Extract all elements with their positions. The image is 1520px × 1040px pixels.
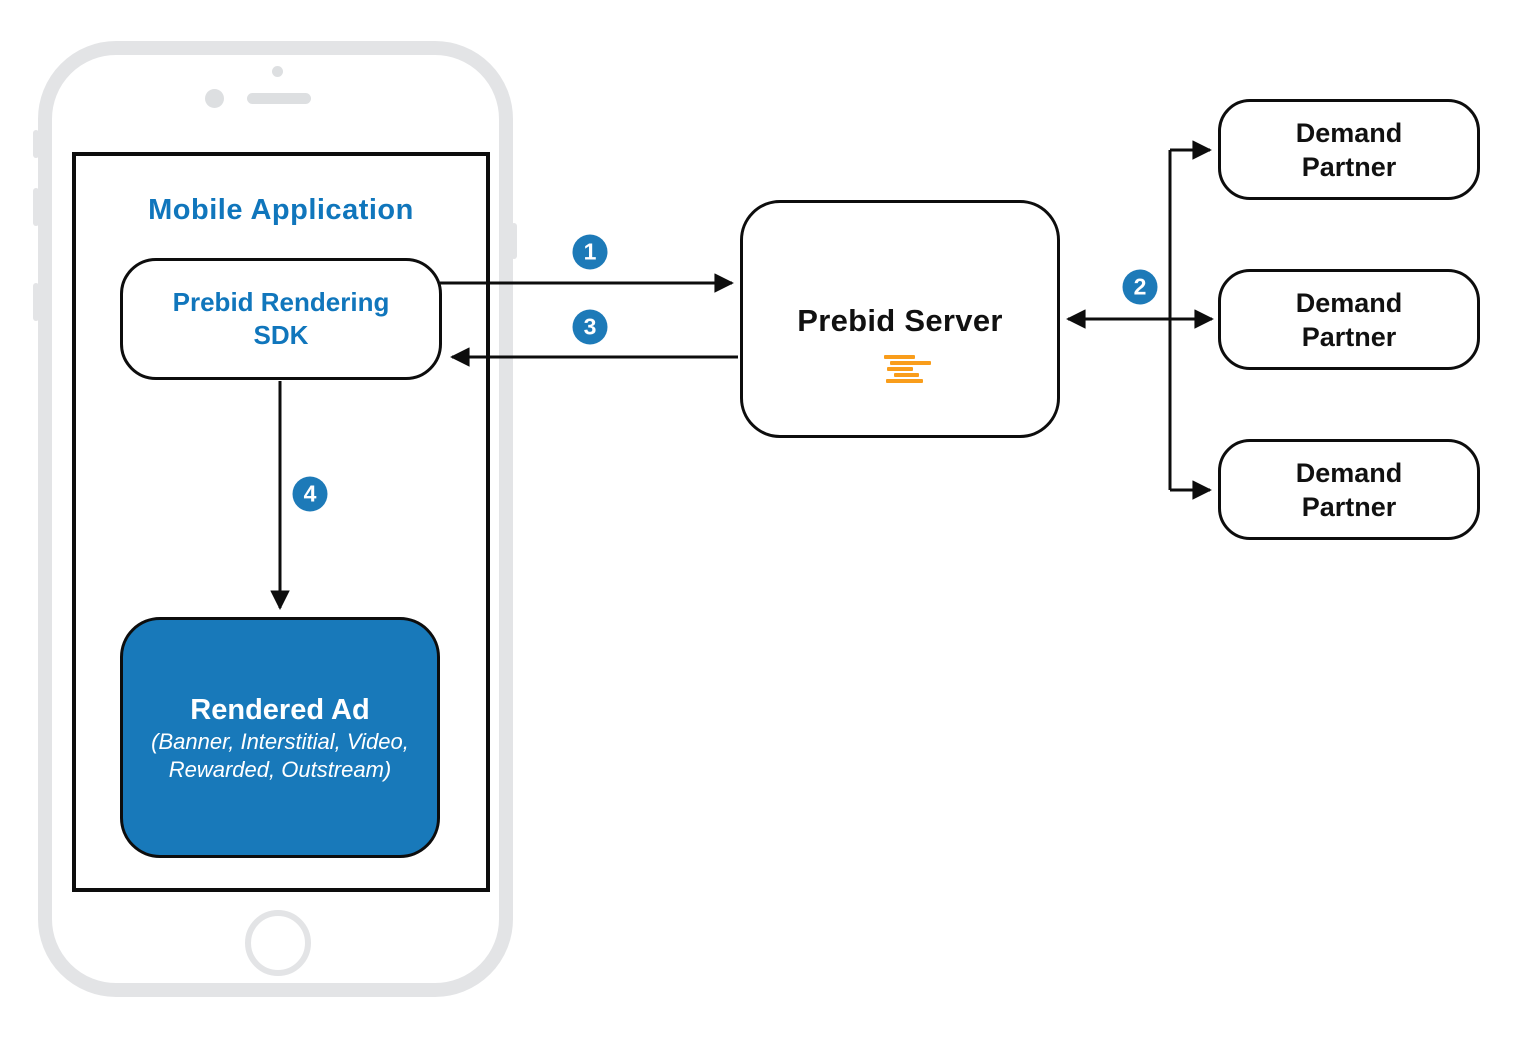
demand-partner-node-2: Demand Partner [1218, 269, 1480, 370]
step-badge-1: 1 [572, 234, 608, 270]
demand-partner-3-line2: Partner [1301, 491, 1397, 522]
prebid-rendering-sdk-node: Prebid Rendering SDK [120, 258, 442, 380]
demand-partner-1-line2: Partner [1301, 151, 1397, 182]
demand-partner-1-line1: Demand [1295, 117, 1403, 148]
step-badge-4: 4 [292, 476, 328, 512]
phone-sensor-dot-icon [272, 66, 283, 77]
demand-partner-node-1: Demand Partner [1218, 99, 1480, 200]
phone-volume-up-button [33, 188, 39, 226]
step-badge-3: 3 [572, 309, 608, 345]
prebid-logo-icon [884, 355, 932, 385]
rendered-ad-subtitle-line2: Rewarded, Outstream) [168, 756, 392, 782]
sdk-label-line2: SDK [253, 320, 309, 350]
rendered-ad-node: Rendered Ad (Banner, Interstitial, Video… [120, 617, 440, 858]
demand-partner-2-line1: Demand [1295, 287, 1403, 318]
phone-home-button [245, 910, 311, 976]
prebid-server-node: Prebid Server [740, 200, 1060, 438]
phone-power-button [511, 223, 517, 259]
sdk-label-line1: Prebid Rendering [172, 287, 390, 317]
phone-camera-icon [205, 89, 224, 108]
mobile-application-title: Mobile Application [148, 194, 414, 226]
rendered-ad-title: Rendered Ad [190, 693, 370, 726]
phone-mute-switch [33, 130, 39, 158]
prebid-server-label: Prebid Server [797, 303, 1003, 338]
demand-partner-2-line2: Partner [1301, 321, 1397, 352]
rendered-ad-subtitle-line1: (Banner, Interstitial, Video, [151, 728, 409, 754]
phone-speaker-icon [247, 93, 311, 104]
phone-volume-down-button [33, 283, 39, 321]
step-badge-2: 2 [1122, 269, 1158, 305]
demand-partner-3-line1: Demand [1295, 457, 1403, 488]
demand-partner-node-3: Demand Partner [1218, 439, 1480, 540]
